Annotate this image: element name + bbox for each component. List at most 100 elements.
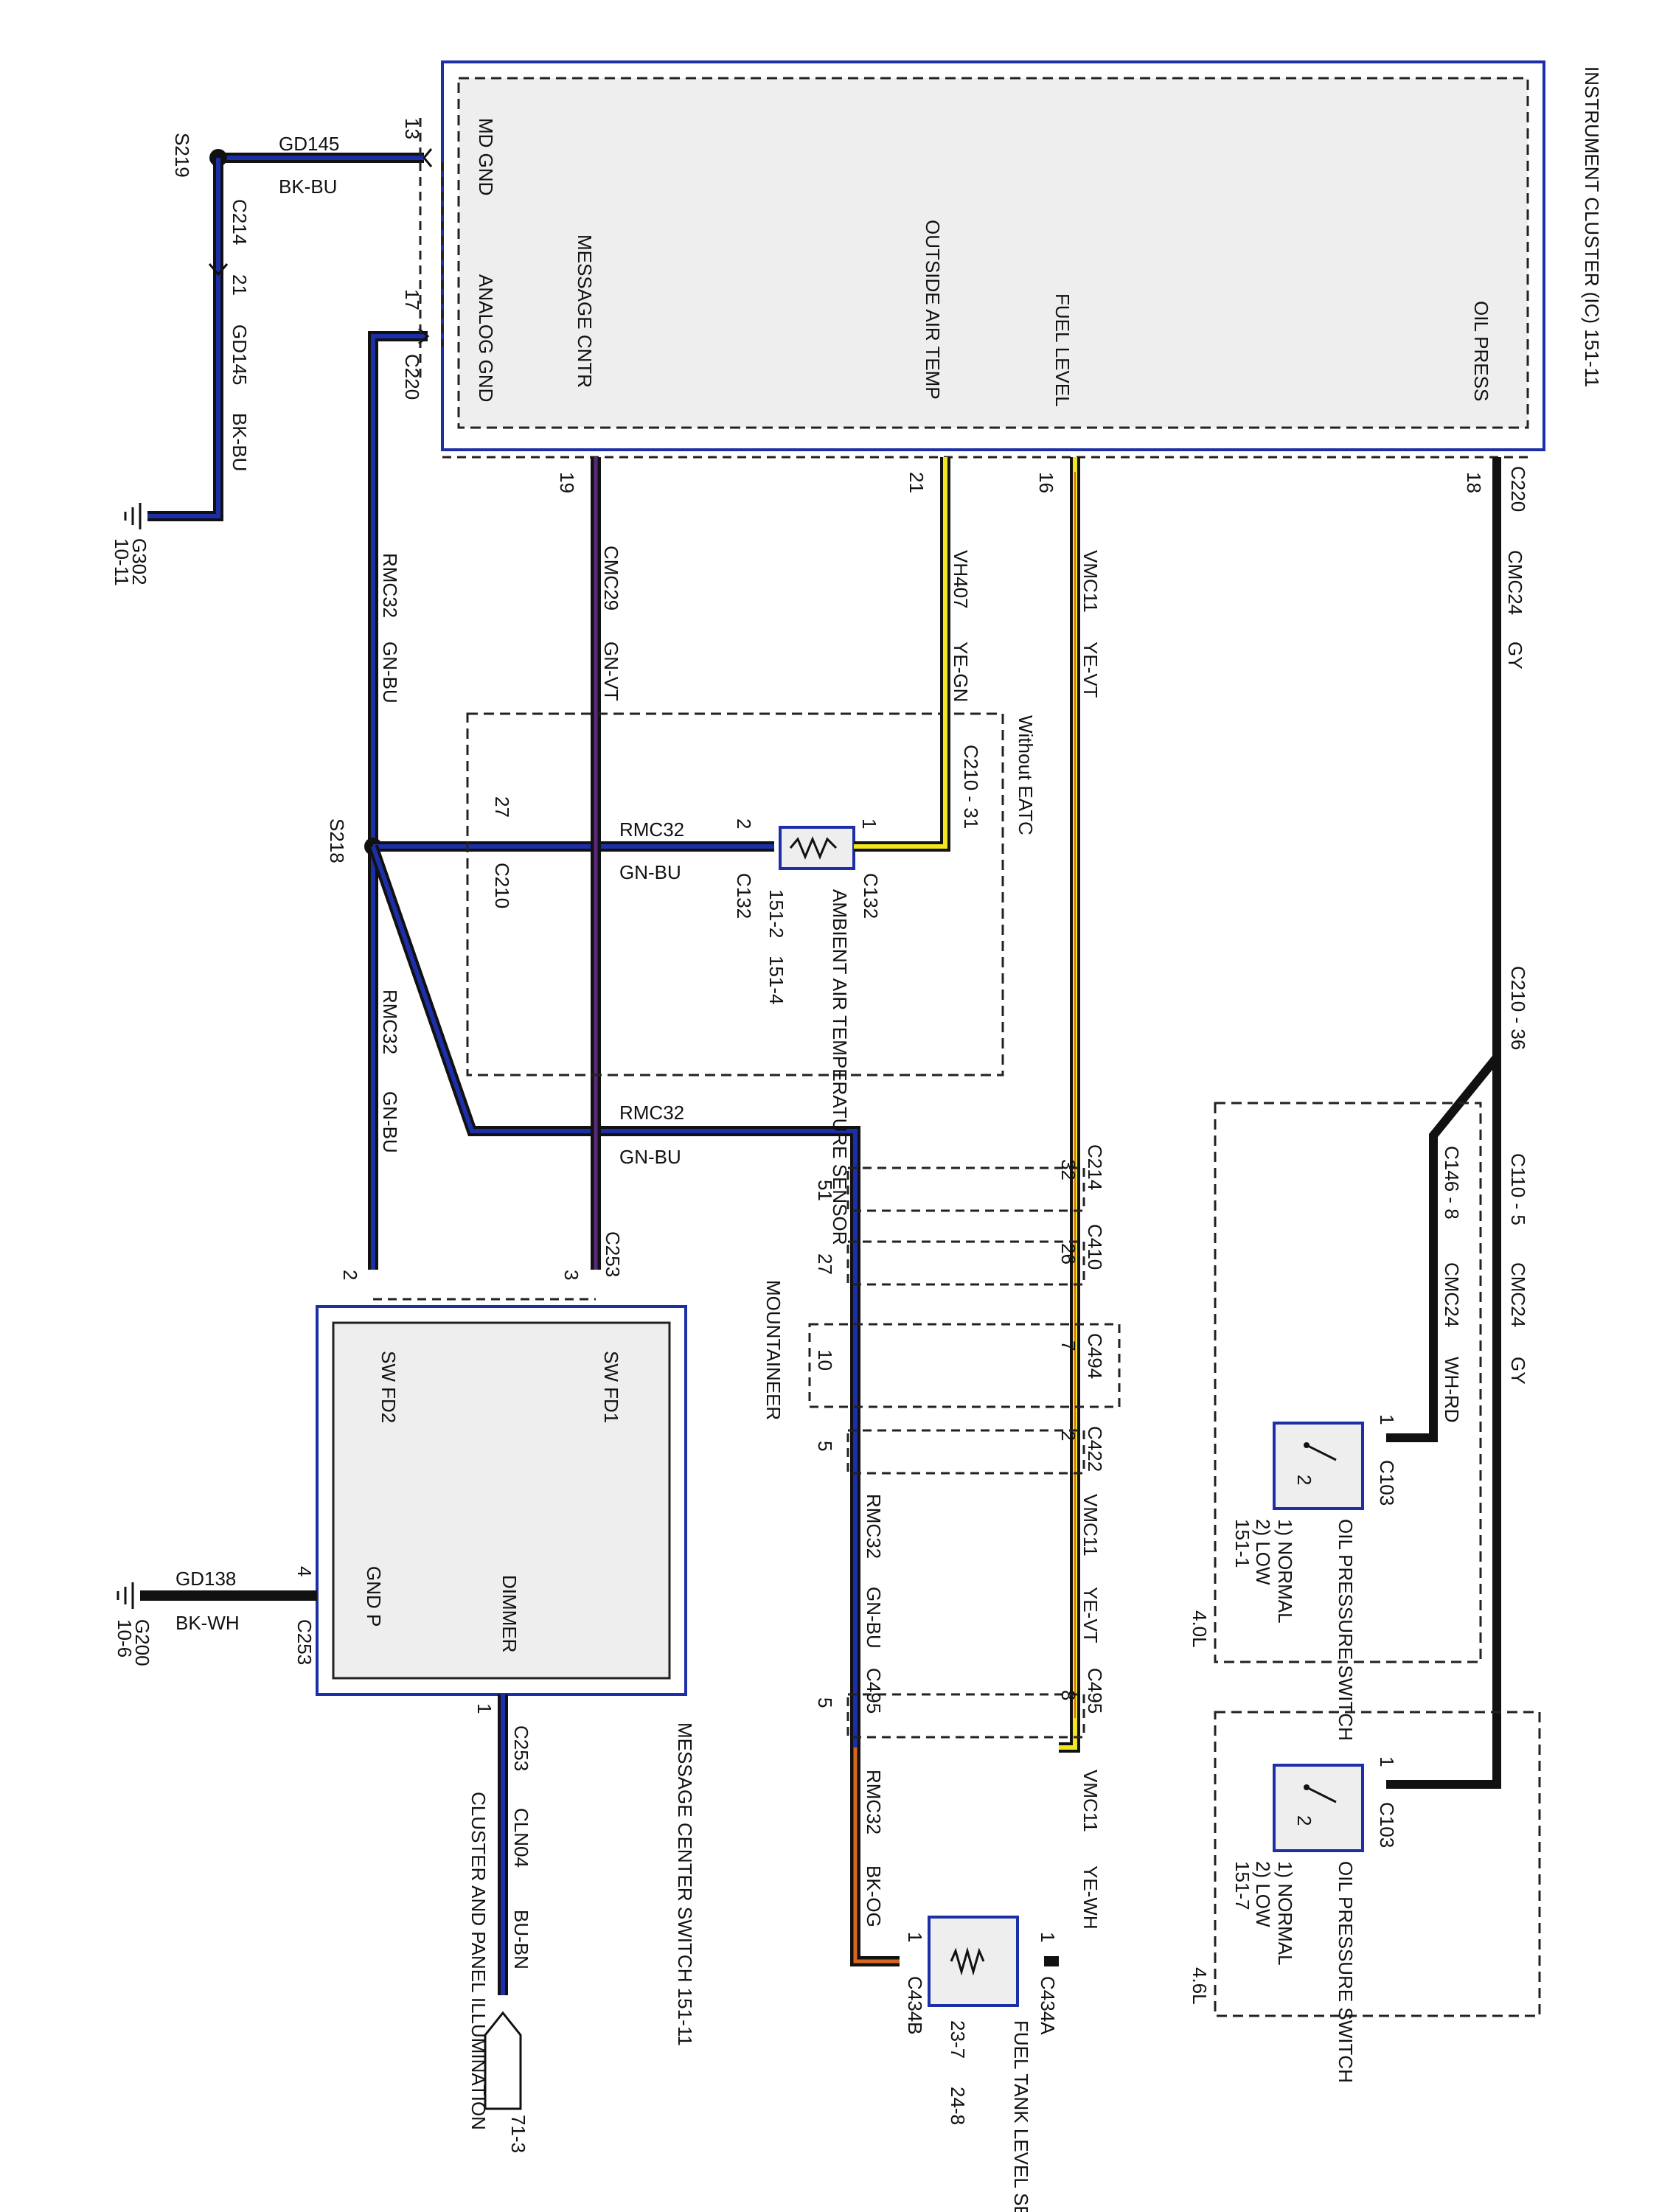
c210-27-label: C210 <box>491 863 513 908</box>
gd138-color: BK-WH <box>175 1612 240 1634</box>
rmc32-circuit-branch: RMC32 <box>619 818 684 841</box>
ground-g200-symbol <box>116 1582 134 1609</box>
c495-label: C495 <box>1084 1668 1106 1714</box>
rmc32-circuit-diag: RMC32 <box>619 1102 684 1124</box>
ground-circuit-gd138: GD138 BK-WH 4 C253 G200 10-6 <box>114 1566 317 1666</box>
vmc11-circuit-mid: VMC11 <box>1079 1494 1102 1557</box>
fuel-sensor-pin1-b: 1 <box>904 1932 926 1942</box>
engine-46-label: 4.6L <box>1189 1967 1211 2005</box>
cmc29-wire: CMC29 GN-VT <box>591 457 622 1270</box>
c410-pin-27: 27 <box>814 1253 836 1275</box>
c132-label-2: C132 <box>733 873 755 919</box>
cln04-color: BU-BN <box>510 1910 532 1969</box>
oil-switch-46-low: 2) LOW <box>1252 1861 1274 1927</box>
c253-label-bot: C253 <box>510 1725 532 1771</box>
c210-31-label: C210 - 31 <box>960 745 982 829</box>
oil-switch-40-pin1: 1 <box>1376 1414 1398 1425</box>
vh407-wire: VH407 YE-GN C210 - 31 <box>854 457 982 852</box>
oil-switch-40-title: OIL PRESSURE SWITCH <box>1335 1519 1357 1741</box>
message-center-switch: 3 2 C253 SW FD1 SW FD2 DIMMER GND P MESS… <box>316 1231 696 2046</box>
c132-pin2: 2 <box>733 818 755 829</box>
splice-s219: S219 <box>171 133 193 178</box>
c434b-label: C434B <box>904 1976 926 2035</box>
mountaineer-label: MOUNTAINEER <box>762 1280 785 1420</box>
oil-switch-46-box: 1 2 C103 OIL PRESSURE SWITCH 1) NORMAL 2… <box>1189 1711 1541 2083</box>
c214-pin-51: 51 <box>814 1180 836 1201</box>
dimmer-label: DIMMER <box>498 1575 521 1652</box>
cmc29-circuit: CMC29 <box>600 546 622 611</box>
cln04-wire: 1 C253 CLN04 BU-BN 71-3 CLUSTER AND PANE… <box>467 1694 532 2153</box>
cmc29-color: GN-VT <box>600 641 622 701</box>
without-eatc-box: Without EATC 1 2 C132 C132 AMBIENT AIR T… <box>466 712 1037 1245</box>
c103-label-46: C103 <box>1376 1802 1398 1848</box>
ground-g200: G200 <box>131 1619 153 1666</box>
vmc11-color-top: YE-VT <box>1079 641 1102 698</box>
ic-pin-md-gnd: MD GND <box>475 118 497 195</box>
c410-label: C410 <box>1084 1224 1106 1270</box>
cluster-illum-label: CLUSTER AND PANEL ILLUMINATION <box>467 1792 490 2130</box>
cmc24-wh-rd: WH-RD <box>1441 1357 1463 1423</box>
ic-pin-fuel-level: FUEL LEVEL <box>1051 293 1074 407</box>
cluster-illum-ref: 71-3 <box>507 2115 529 2153</box>
c253-pin-2: 2 <box>339 1270 361 1280</box>
gd138-circuit: GD138 <box>175 1568 236 1590</box>
msg-switch-name: MESSAGE CENTER SWITCH 151-11 <box>674 1722 696 2046</box>
engine-40-label: 4.0L <box>1189 1610 1211 1648</box>
oil-switch-40-box: 1 2 C103 OIL PRESSURE SWITCH 1) NORMAL 2… <box>1189 1102 1482 1741</box>
rmc32-circuit-d: RMC32 <box>863 1770 885 1834</box>
oil-switch-40 <box>1273 1422 1364 1510</box>
pin-18: 18 <box>1463 472 1485 493</box>
oil-switch-46-ref: 151-7 <box>1231 1861 1253 1910</box>
oil-switch-46-normal: 1) NORMAL <box>1274 1861 1296 1966</box>
c495-pin-5: 5 <box>814 1697 836 1708</box>
rmc32-color-branch: GN-BU <box>619 861 681 883</box>
oil-switch-46-title: OIL PRESSURE SWITCH <box>1335 1861 1357 2083</box>
sw-fd1-label: SW FD1 <box>600 1351 622 1423</box>
fuel-sensor-ref2: 24-8 <box>947 2087 969 2125</box>
vmc11-circuit-top: VMC11 <box>1079 550 1102 613</box>
c214-label: C214 <box>1084 1144 1106 1190</box>
cluster-illum-arrow <box>484 2011 522 2110</box>
rmc32-bkog: BK-OG <box>863 1865 885 1927</box>
c410-pin-26: 26 <box>1057 1243 1079 1265</box>
oil-switch-46-pin1: 1 <box>1376 1756 1398 1767</box>
cmc24-circuit-a: CMC24 <box>1504 550 1526 615</box>
c253-pin-4: 4 <box>293 1566 316 1576</box>
c422-pin-2: 2 <box>1057 1430 1079 1441</box>
connector-ladder: C214 32 51 C410 26 27 C494 7 10 C422 2 5… <box>762 1144 1121 1966</box>
rmc32-color-b: GN-BU <box>379 1091 401 1153</box>
c494-pin-10: 10 <box>814 1349 836 1371</box>
oil-switch-40-pin2: 2 <box>1293 1475 1315 1485</box>
gd145-color-mid: BK-BU <box>229 413 251 471</box>
rmc32-circuit-a: RMC32 <box>379 553 401 618</box>
ic-pin-message-cntr: MESSAGE CNTR <box>574 234 596 388</box>
rmc32-color-diag: GN-BU <box>619 1146 681 1168</box>
without-eatc-label: Without EATC <box>1015 715 1037 835</box>
c132-label-1: C132 <box>860 873 882 919</box>
pin-21: 21 <box>905 472 928 493</box>
gd145-color-top: BK-BU <box>279 175 337 198</box>
splice-s218: S218 <box>326 818 348 863</box>
cmc24-circuit-c: CMC24 <box>1441 1262 1463 1327</box>
c422-pin-5: 5 <box>814 1441 836 1451</box>
ground-g302-ref: 10-11 <box>111 538 133 586</box>
c110-5-label: C110 - 5 <box>1507 1153 1529 1225</box>
fuel-tank-sensor: 1 1 C434A C434B FUEL TANK LEVEL SENSOR 2… <box>904 1916 1059 2212</box>
c253-label-top: C253 <box>602 1231 624 1277</box>
c214-21-label: C214 <box>229 199 251 245</box>
ground-g302: G302 <box>128 538 150 585</box>
ground-g302-symbol <box>124 503 142 529</box>
ic-pin-oil-press: OIL PRESS <box>1470 301 1492 401</box>
vh407-color: YE-GN <box>950 641 972 702</box>
oil-switch-46 <box>1273 1764 1364 1852</box>
c214-21-pin: 21 <box>229 274 251 296</box>
c494-pin-7: 7 <box>1057 1340 1079 1351</box>
ambient-sensor-ref2: 151-4 <box>765 956 787 1005</box>
oil-switch-40-low: 2) LOW <box>1252 1519 1274 1585</box>
c146-8-label: C146 - 8 <box>1441 1146 1463 1220</box>
fuel-sensor-name: FUEL TANK LEVEL SENSOR <box>1010 2020 1032 2212</box>
ground-g200-ref: 10-6 <box>114 1619 136 1658</box>
fuel-sensor-pin1: 1 <box>1037 1932 1059 1942</box>
vmc11-wire: VMC11 YE-VT VMC11 YE-VT VMC11 YE-WH <box>1059 457 1102 1930</box>
